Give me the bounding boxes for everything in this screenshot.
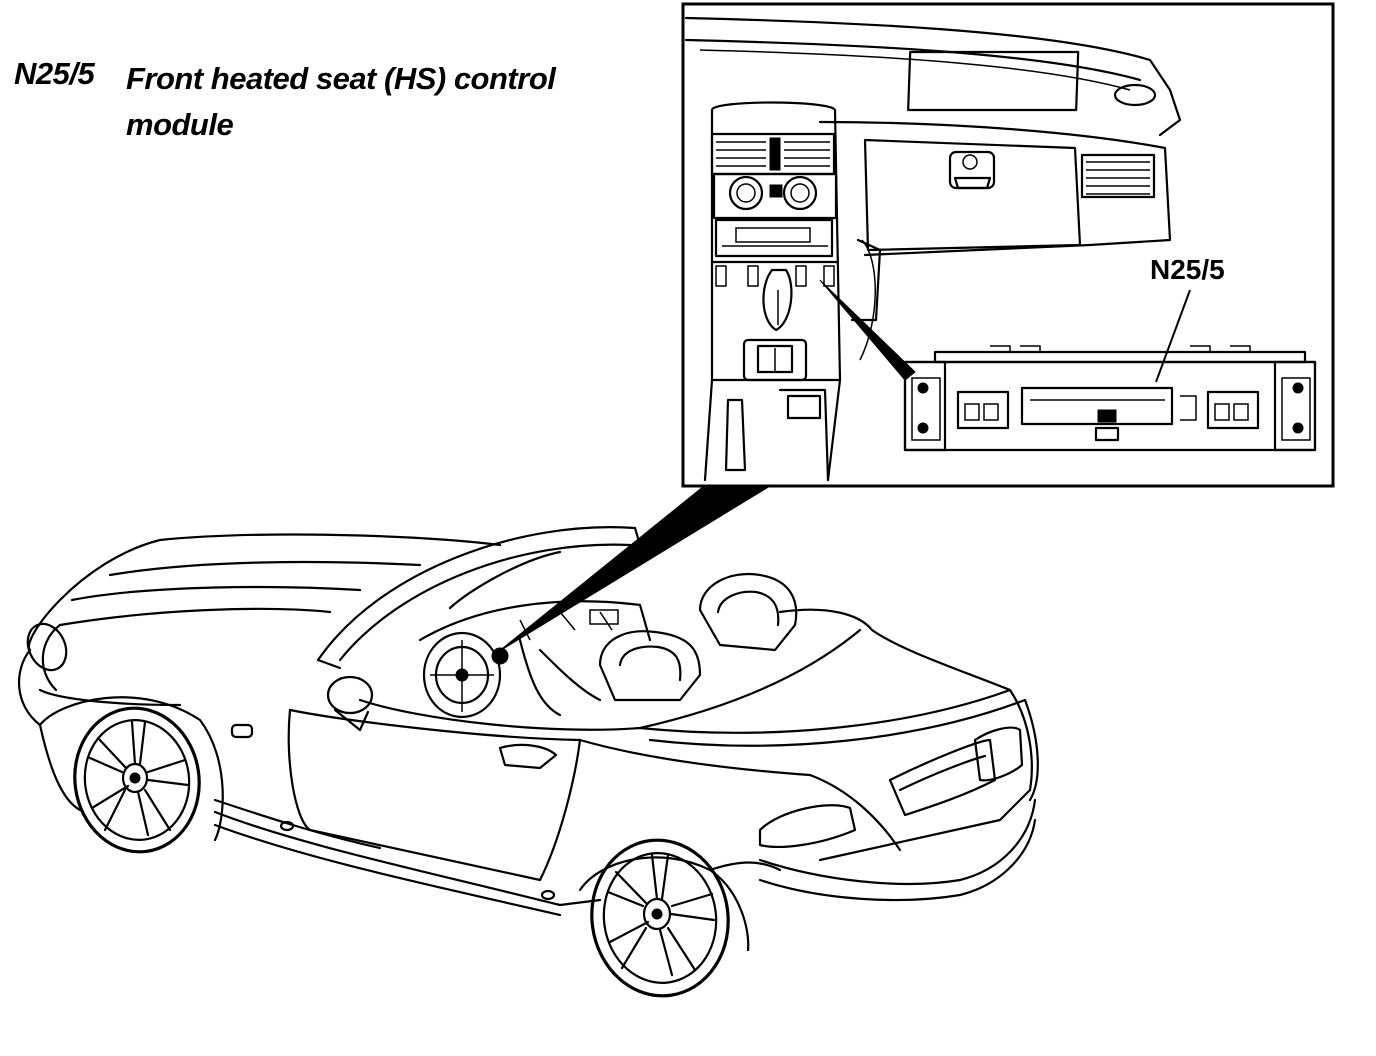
inset-detail	[681, 2, 1335, 488]
car-illustration	[18, 526, 1039, 998]
callout-leader-line	[1155, 289, 1191, 383]
front-wheel	[73, 706, 201, 854]
inset-pointer-wedge	[819, 279, 916, 381]
legend-code: N25/5	[14, 56, 95, 91]
rear-wheel	[590, 838, 730, 998]
control-module-n25-5	[903, 345, 1317, 452]
module-location-dot	[491, 647, 509, 665]
callout-label-n25-5: N25/5	[1150, 254, 1225, 285]
zoom-pointer-wedge	[497, 485, 772, 653]
legend-description: Front heated seat (HS) control module	[126, 61, 556, 142]
